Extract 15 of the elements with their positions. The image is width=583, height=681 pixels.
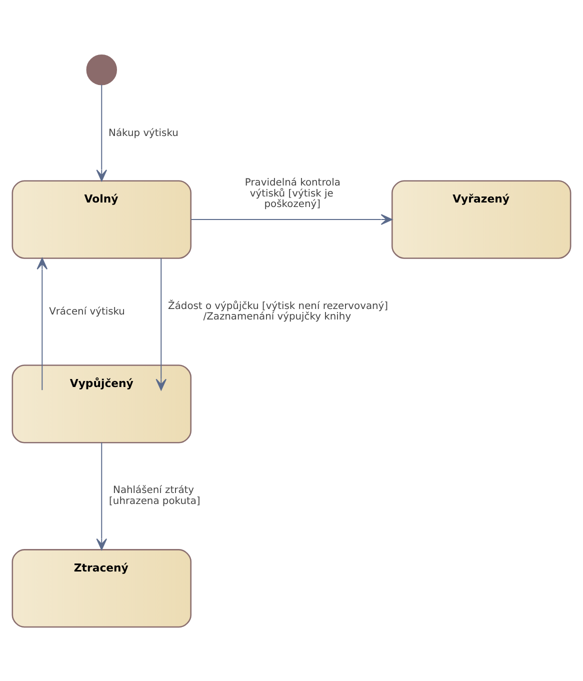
arrow — [190, 214, 393, 224]
edge-label: Nahlášení ztráty [uhrazena pokuta] — [109, 484, 200, 507]
node-box: Ztracený — [12, 548, 192, 628]
node-circle — [86, 54, 117, 85]
arrow — [156, 257, 167, 390]
arrow — [96, 442, 108, 550]
edge-label: Vrácení výtisku — [49, 306, 125, 318]
node-box: Vypůjčený — [12, 364, 192, 443]
arrow — [36, 257, 48, 390]
edge-label: Pravidelná kontrola výtisků [výtisk je poškozený] — [244, 176, 340, 210]
edge-label: Nákup výtisku — [108, 127, 178, 138]
node-box: Vyřazený — [391, 180, 572, 258]
arrow — [96, 84, 108, 181]
node-box: Volný — [12, 180, 192, 258]
edge-label: Žádost o výpůjčku [výtisk není rezervovaný] /Zaznamenání výpujčky knihy — [168, 300, 388, 322]
